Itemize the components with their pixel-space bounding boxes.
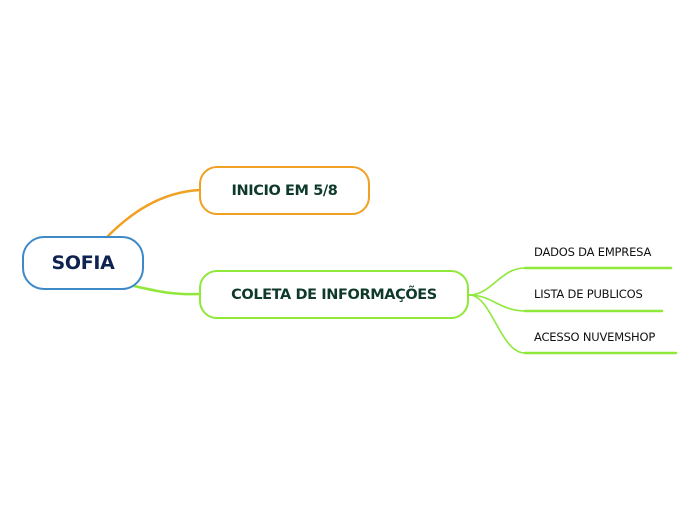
branch-node-inicio-label: INICIO EM 5/8: [231, 182, 338, 199]
connector-coleta-to-lista: [468, 294, 526, 312]
root-node-sofia[interactable]: SOFIA: [22, 236, 144, 290]
connector-coleta-to-dados: [468, 267, 526, 296]
connector-root-to-inicio: [106, 188, 202, 238]
branch-node-coleta[interactable]: COLETA DE INFORMAÇÕES: [199, 270, 469, 319]
connector-root-to-coleta: [132, 284, 202, 296]
root-node-label: SOFIA: [51, 252, 115, 274]
subtopic-acesso-nuvemshop[interactable]: ACESSO NUVEMSHOP: [534, 330, 656, 344]
connector-coleta-to-acesso: [468, 294, 526, 354]
branch-node-inicio[interactable]: INICIO EM 5/8: [199, 166, 370, 215]
subtopic-lista-de-publicos[interactable]: LISTA DE PUBLICOS: [534, 287, 643, 301]
subtopic-dados-da-empresa[interactable]: DADOS DA EMPRESA: [534, 245, 652, 259]
branch-node-coleta-label: COLETA DE INFORMAÇÕES: [231, 286, 437, 303]
